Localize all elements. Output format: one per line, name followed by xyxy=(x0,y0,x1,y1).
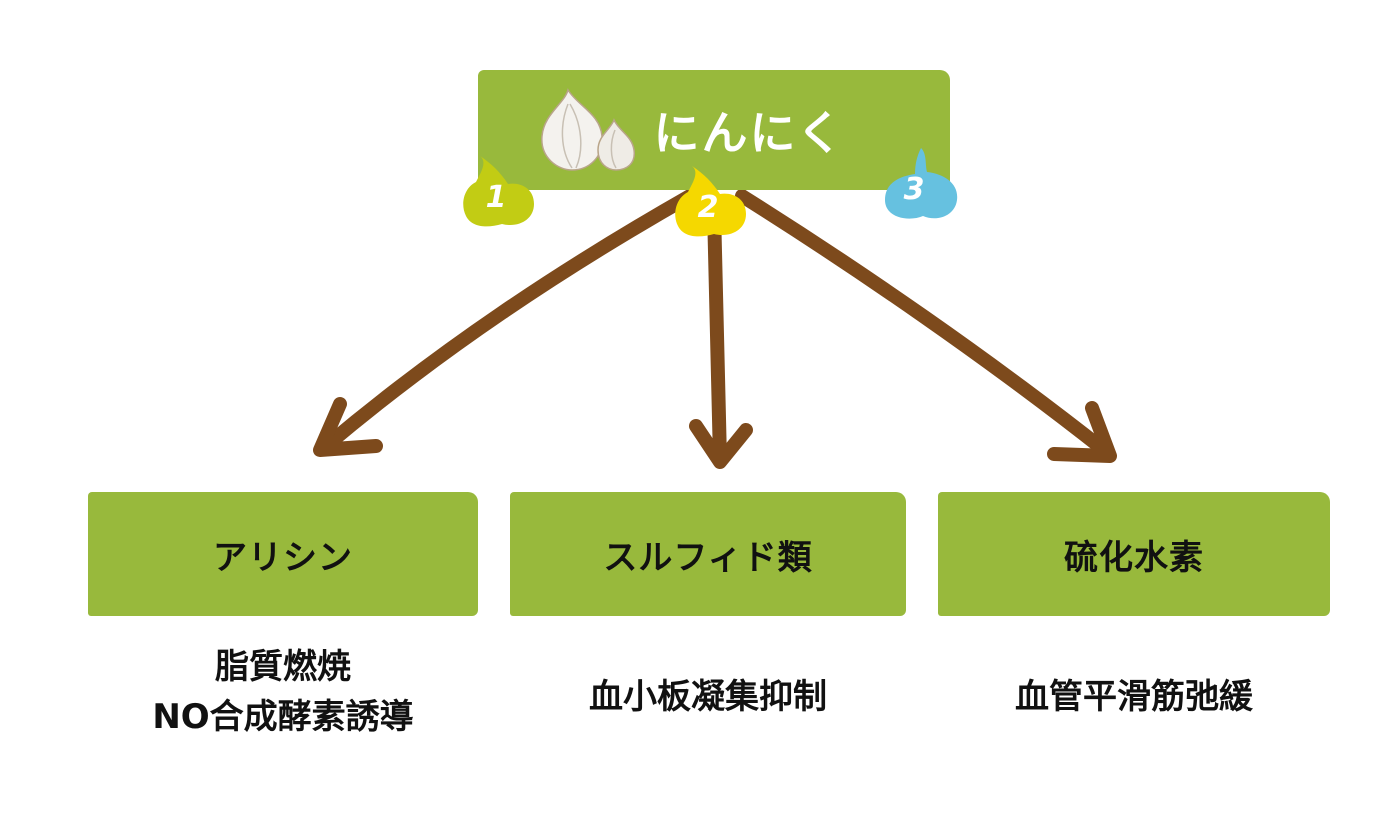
arrowhead-sulfides xyxy=(689,419,753,469)
arrow-to-sulfides xyxy=(707,203,727,467)
effects-allicin: 脂質燃焼 NO合成酵素誘導 xyxy=(88,642,478,742)
effects-sulfides: 血小板凝集抑制 xyxy=(510,672,906,722)
child-label-h2s: 硫化水素 xyxy=(1064,537,1204,578)
badge-1-label: 1 xyxy=(485,180,507,215)
arrowhead-allicin xyxy=(313,397,383,457)
arrow-to-allicin xyxy=(319,189,697,453)
effect-fat-burning: 脂質燃焼 xyxy=(215,647,351,687)
effect-no-synthase: NO合成酵素誘導 xyxy=(152,697,414,737)
child-node-allicin: アリシン xyxy=(88,492,478,616)
badge-2-label: 2 xyxy=(697,190,719,225)
arrow-to-h2s xyxy=(735,189,1111,457)
effect-platelet: 血小板凝集抑制 xyxy=(589,677,827,717)
badge-2: 2 xyxy=(670,164,746,237)
child-node-sulfides: スルフィド類 xyxy=(510,492,906,616)
badge-3: 3 xyxy=(876,146,958,219)
child-node-h2s: 硫化水素 xyxy=(938,492,1330,616)
child-label-sulfides: スルフィド類 xyxy=(603,537,813,578)
effects-h2s: 血管平滑筋弛緩 xyxy=(938,672,1330,722)
arrowhead-h2s xyxy=(1047,401,1117,463)
effect-vascular: 血管平滑筋弛緩 xyxy=(1015,677,1253,717)
badge-1: 1 xyxy=(458,154,534,227)
child-label-allicin: アリシン xyxy=(213,537,353,578)
garlic-icon xyxy=(541,88,635,171)
root-title: にんにく xyxy=(653,106,845,160)
badge-3-label: 3 xyxy=(903,172,925,207)
